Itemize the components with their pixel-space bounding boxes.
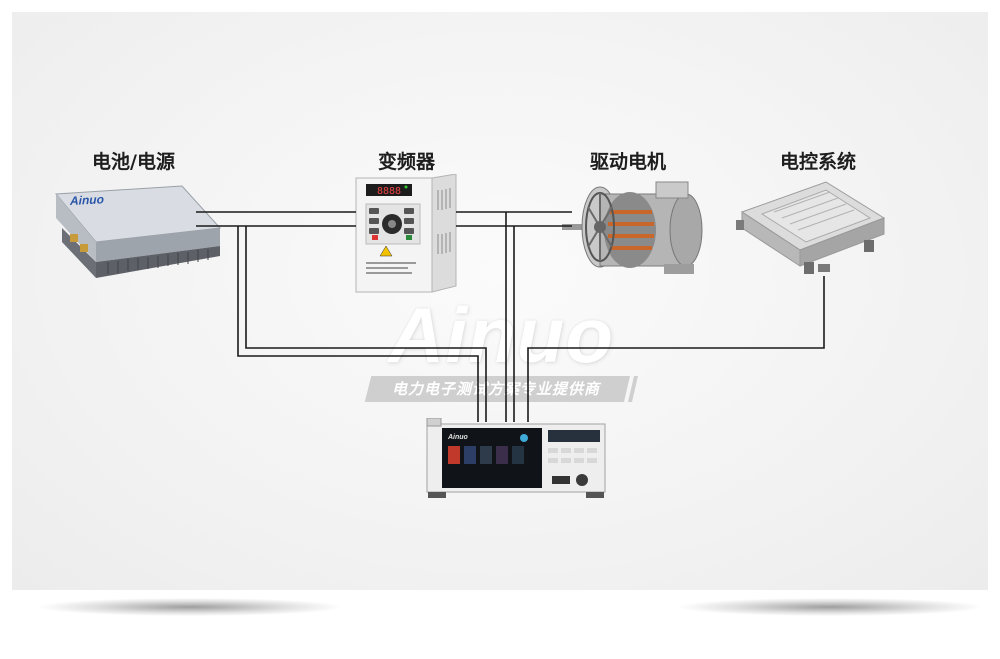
shadow-left: [40, 598, 340, 616]
analyzer-brand: Ainuo: [447, 434, 469, 441]
motor-device: [560, 172, 710, 280]
battery-brand: Ainuo: [69, 192, 104, 208]
inverter-device: 8888: [354, 174, 458, 296]
power-analyzer-device: Ainuo: [426, 418, 608, 500]
inverter-display: 8888: [377, 186, 401, 197]
shadow-right: [680, 598, 980, 616]
watermark-slogan: 电力电子测试方案专业提供商: [391, 380, 600, 398]
inverter-label: 变频器: [378, 151, 436, 173]
controller-device: [734, 178, 894, 282]
motor-label: 驱动电机: [590, 151, 667, 173]
controller-label: 电控系统: [780, 151, 857, 173]
battery-device: Ainuo: [52, 182, 224, 282]
watermark-logo: Ainuo: [388, 291, 614, 379]
battery-label: 电池/电源: [92, 151, 175, 173]
diagram-background: [12, 12, 988, 590]
watermark-stripes: [612, 376, 638, 402]
